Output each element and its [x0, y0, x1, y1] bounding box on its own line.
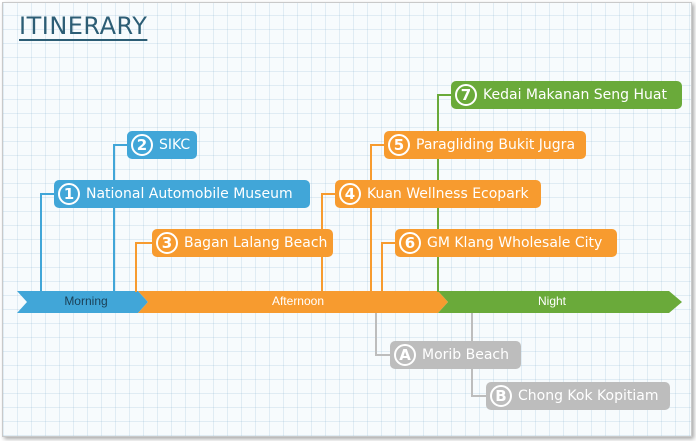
timeline-label-night: Night [537, 294, 566, 308]
alternative-a-marker: A [394, 344, 416, 366]
stop-2-marker: 2 [131, 134, 153, 156]
stop-4-marker: 4 [339, 183, 361, 205]
timeline-label-afternoon: Afternoon [271, 294, 325, 308]
stop-5-marker: 5 [388, 134, 410, 156]
stop-3-name: Bagan Lalang Beach [184, 235, 328, 251]
stop-4: 4 Kuan Wellness Ecopark [335, 180, 541, 208]
stop-5-name: Paragliding Bukit Jugra [416, 137, 576, 153]
stop-2-name: SIKC [159, 137, 191, 153]
stop-5: 5 Paragliding Bukit Jugra [384, 131, 586, 159]
connector-stop-3 [135, 242, 156, 292]
stop-7-name: Kedai Makanan Seng Huat [483, 87, 667, 103]
stop-6: 6 GM Klang Wholesale City [395, 229, 617, 257]
stop-2: 2 SIKC [127, 131, 197, 159]
alternative-a: A Morib Beach [390, 341, 521, 369]
timeline-label-morning: Morning [64, 294, 108, 308]
connector-stop-6 [381, 242, 399, 292]
alternative-b-marker: B [490, 385, 512, 407]
diagram-frame [2, 2, 692, 437]
alternative-b-name: Chong Kok Kopitiam [518, 388, 659, 404]
stop-6-name: GM Klang Wholesale City [427, 235, 603, 251]
timeline-segment-morning [17, 291, 148, 313]
stop-7: 7 Kedai Makanan Seng Huat [451, 81, 682, 109]
stop-6-marker: 6 [399, 232, 421, 254]
connector-stop-7 [437, 94, 455, 292]
timeline-segment-night [438, 291, 682, 313]
stop-7-marker: 7 [455, 84, 477, 106]
stop-1: 1 National Automobile Museum [54, 180, 310, 208]
timeline-segment-afternoon [138, 291, 448, 313]
alternative-b: B Chong Kok Kopitiam [486, 382, 670, 410]
stop-4-name: Kuan Wellness Ecopark [367, 186, 529, 202]
stop-1-marker: 1 [58, 183, 80, 205]
connector-alt-a [375, 313, 394, 356]
connector-alt-b [471, 313, 490, 397]
alternative-a-name: Morib Beach [422, 347, 509, 363]
connector-stop-2 [113, 144, 131, 292]
page-title: ITINERARY [19, 12, 148, 40]
connector-stop-4 [321, 193, 339, 292]
connector-stop-5 [370, 144, 388, 292]
stop-1-name: National Automobile Museum [86, 186, 293, 202]
stop-3-marker: 3 [156, 232, 178, 254]
connector-stop-1 [40, 193, 58, 292]
stop-3: 3 Bagan Lalang Beach [152, 229, 333, 257]
